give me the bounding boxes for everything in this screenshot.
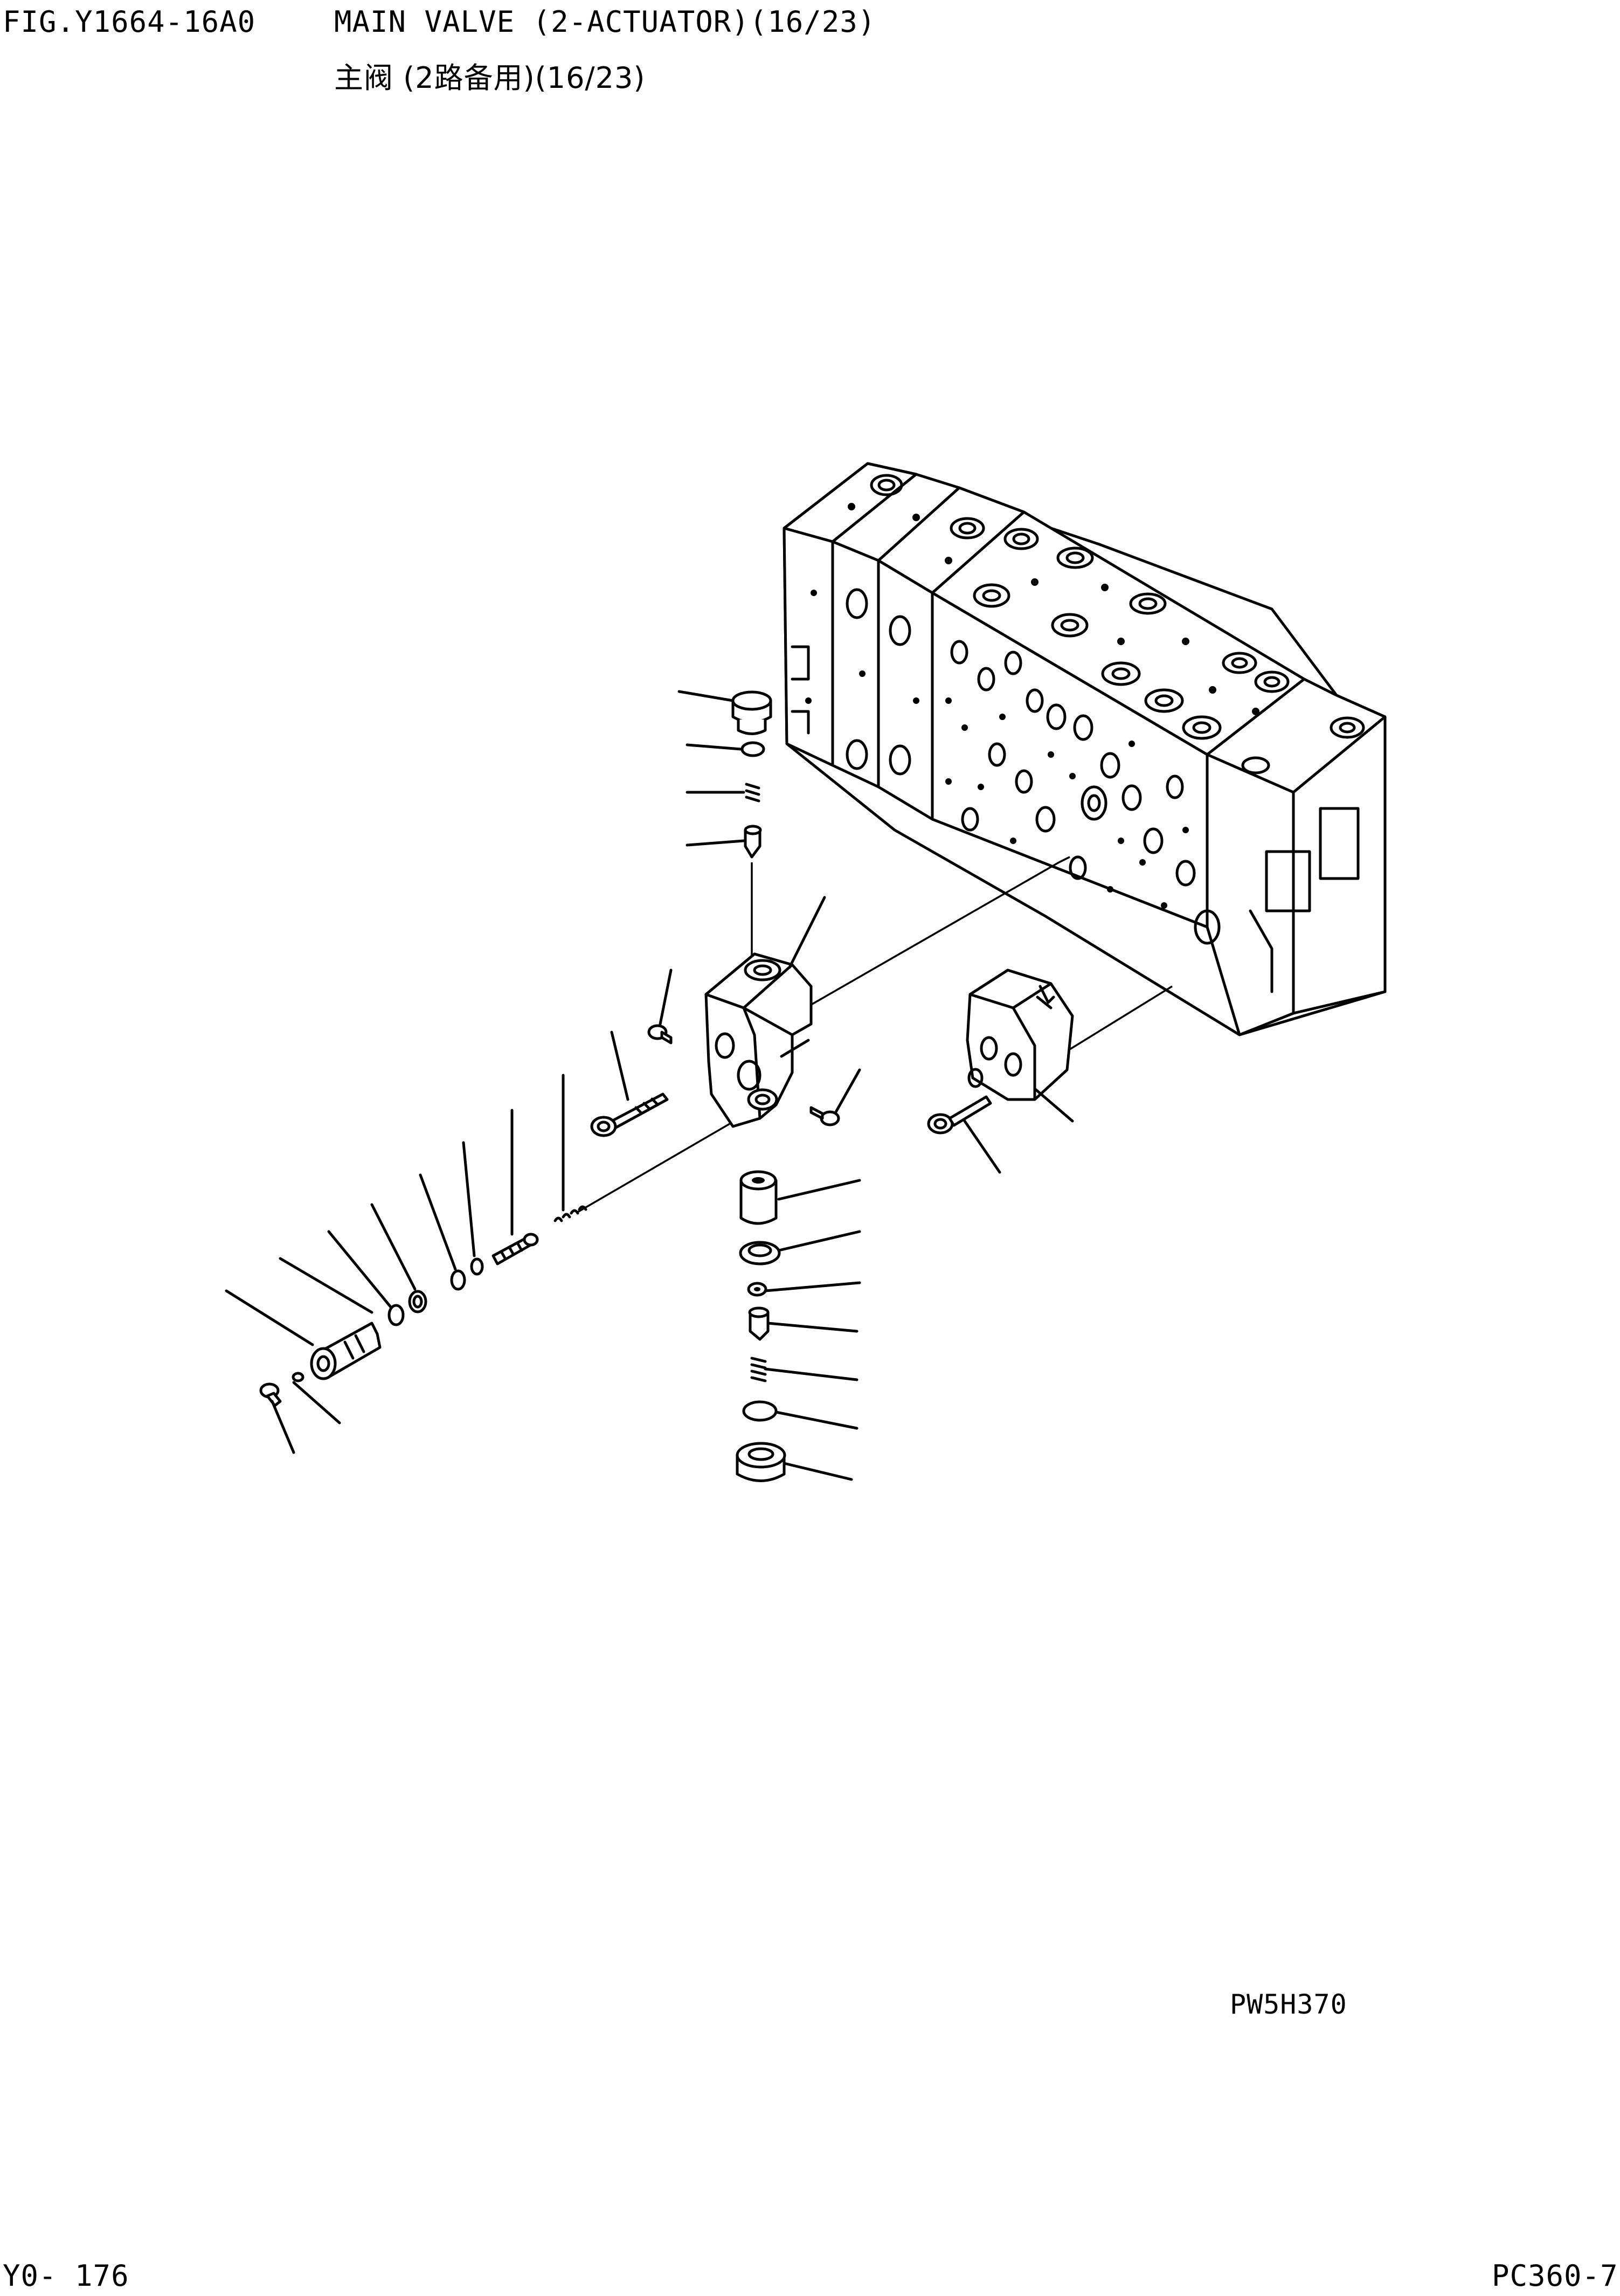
left-ring-small: [470, 1257, 484, 1276]
lower-o-ring: [742, 1400, 778, 1422]
lower-nut: [747, 1282, 767, 1297]
left-o-ring-a: [450, 1269, 466, 1291]
figure-id: FIG.Y1664-16A0: [3, 5, 256, 39]
left-spring: [553, 1205, 587, 1222]
long-bolt: [590, 1092, 669, 1137]
left-backup-ring: [408, 1290, 427, 1313]
left-end-o-ring: [292, 1372, 304, 1382]
service-valve-block: [704, 952, 813, 1128]
title-english: MAIN VALVE (2-ACTUATOR)(16/23): [334, 5, 876, 39]
left-relief-sleeve: [310, 1322, 382, 1380]
title-chinese: 主阀 (2路备用)(16/23): [334, 61, 646, 95]
lower-spring: [750, 1357, 767, 1382]
cover-bolt: [927, 1095, 992, 1135]
top-plug: [731, 690, 772, 735]
top-o-ring: [740, 741, 765, 757]
left-o-ring-b: [387, 1304, 405, 1326]
cover-plate: [966, 969, 1074, 1101]
lower-seal-ring: [739, 1241, 781, 1265]
drawing-number: PW5H370: [1230, 1989, 1347, 2020]
machine-model: PC360-7: [1492, 2259, 1618, 2293]
adjust-screw: [491, 1233, 539, 1265]
main-valve-body: [783, 462, 1387, 1036]
block-screw-right: [809, 1106, 840, 1126]
lower-cap: [736, 1442, 786, 1482]
callout-leader-lines: [225, 690, 1074, 1481]
block-screw-left: [647, 1024, 673, 1045]
lower-plug: [739, 1170, 778, 1225]
top-valve: [744, 825, 762, 859]
left-end-plug: [259, 1382, 282, 1407]
page-number: Y0- 176: [3, 2259, 129, 2293]
top-spring: [745, 783, 760, 803]
lower-check-valve: [748, 1306, 770, 1341]
